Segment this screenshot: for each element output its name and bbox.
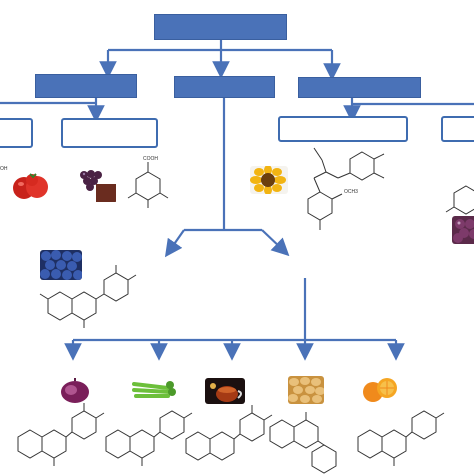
gallic-acid-structure [127,162,169,208]
sunflower-icon [250,166,288,194]
level1-node-left [35,74,137,98]
phenol-structure [445,185,474,215]
soybeans-icon [288,376,324,404]
level2-node-a [0,118,33,148]
level1-node-right [298,77,421,98]
citrus-icon [362,376,398,404]
celery-icon [130,380,176,400]
red-wine-grapes-icon [76,166,118,202]
level2-node-d [441,116,474,142]
red-onion-icon [58,378,92,404]
flavanol-structure [185,405,273,461]
level2-node-b [61,118,158,148]
gallic-acid-cooh-label: COOH [143,156,158,162]
lignan-structure [307,147,385,230]
level2-node-c [278,116,408,142]
isoflavone-structure [269,412,337,474]
flavonol-structure [17,403,105,466]
black-tea-icon [205,378,245,404]
blueberries-icon [40,250,82,280]
grapes-icon [452,216,474,244]
phenol-oh-label: OH [0,166,8,172]
anthocyanidin-structure [39,265,137,328]
lignan-och3-label: OCH3 [344,189,358,195]
flavanone-structure [357,410,445,466]
level1-node-middle [174,76,275,98]
root-node [154,14,287,40]
flavone-structure [105,410,193,466]
tomato-icon [10,168,50,202]
